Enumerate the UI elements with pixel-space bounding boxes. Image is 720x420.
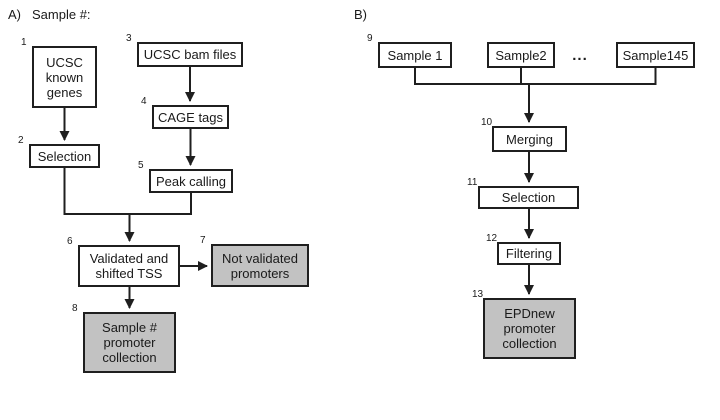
node-label: Sample2: [495, 47, 547, 63]
node-peak-calling: 5 Peak calling: [138, 161, 233, 193]
panel-a-label: A): [8, 7, 21, 22]
samples-ellipsis: ...: [572, 46, 588, 64]
node-label: Not validated promoters: [222, 250, 298, 281]
node-label: Filtering: [505, 246, 553, 261]
node-number: 5: [138, 160, 144, 171]
node-epdnew-promoter-collection: 13 EPDnew promoter collection: [472, 290, 576, 359]
node-validated-shifted-tss: 6 Validated and shifted TSS: [67, 237, 180, 287]
node-label: Validated and shifted TSS: [89, 251, 169, 281]
node-label: Selection: [37, 148, 92, 164]
node-ucsc-known-genes: 1 UCSC known genes: [21, 38, 97, 108]
node-filtering: 12 Filtering: [486, 234, 561, 265]
node-label: Sample145: [622, 47, 689, 63]
node-label: Sample 1: [387, 47, 443, 63]
node-number: 13: [472, 289, 484, 300]
node-label: Merging: [506, 131, 553, 147]
node-label: Selection: [501, 190, 556, 205]
node-sample145: Sample145: [616, 42, 695, 68]
node-selection-a: 2 Selection: [18, 136, 100, 168]
merge-line-samples: [414, 68, 657, 85]
node-number: 3: [126, 33, 132, 44]
panel-a-subtitle: Sample #:: [32, 7, 91, 22]
node-label: UCSC bam files: [143, 47, 237, 62]
node-number: 7: [200, 235, 206, 246]
node-label: Sample # promoter collection: [102, 320, 157, 365]
node-number: 10: [481, 117, 493, 128]
node-sample2: Sample2: [487, 42, 555, 68]
node-sample1: 9 Sample 1: [367, 34, 452, 68]
node-merging: 10 Merging: [481, 118, 567, 152]
node-label: Peak calling: [155, 173, 227, 189]
node-cage-tags: 4 CAGE tags: [141, 97, 229, 129]
node-sample-promoter-collection: 8 Sample # promoter collection: [72, 304, 176, 373]
node-number: 11: [467, 177, 478, 188]
node-not-validated-promoters: 7 Not validated promoters: [200, 236, 309, 287]
node-selection-b: 11 Selection: [467, 178, 579, 209]
node-number: 2: [18, 135, 24, 146]
node-number: 12: [486, 233, 498, 244]
panel-b-label: B): [354, 7, 367, 22]
node-number: 8: [72, 303, 78, 314]
node-label: CAGE tags: [157, 109, 224, 125]
node-label: UCSC known genes: [45, 54, 84, 100]
node-number: 4: [141, 96, 147, 107]
node-number: 6: [67, 236, 73, 247]
node-number: 1: [21, 37, 27, 48]
node-label: EPDnew promoter collection: [502, 306, 557, 351]
node-ucsc-bam-files: 3 UCSC bam files: [126, 34, 243, 67]
node-number: 9: [367, 33, 373, 44]
